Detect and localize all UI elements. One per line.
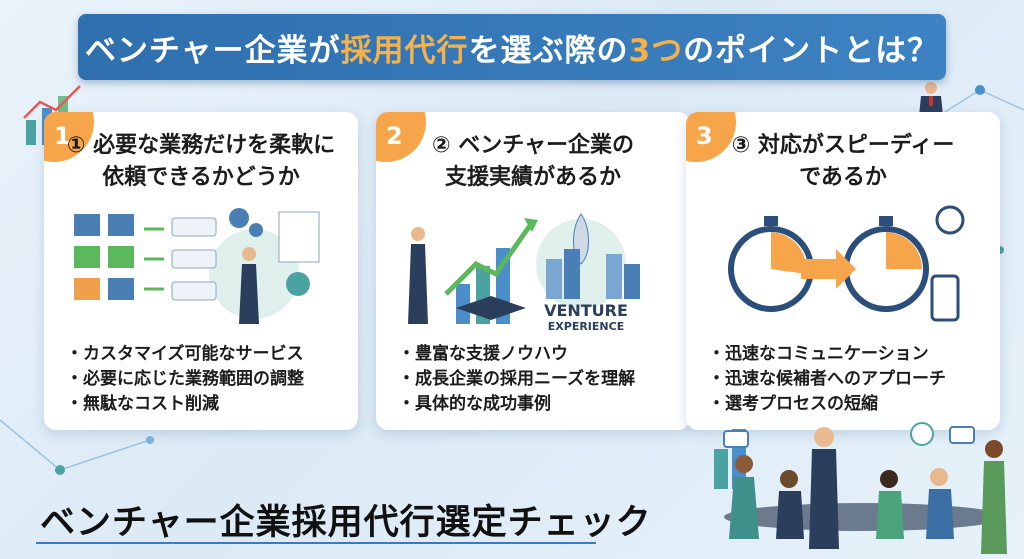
bullet-item: カスタマイズ可能なサービス xyxy=(66,342,304,367)
workflow-illustration xyxy=(74,208,320,324)
bullet-item: 選考プロセスの短縮 xyxy=(708,392,946,417)
card-title: ① 必要な業務だけを柔軟に依頼できるかどうか xyxy=(66,133,336,190)
bullet-item: 無駄なコスト削減 xyxy=(66,392,304,417)
card-number: 3 xyxy=(696,122,713,150)
meeting-illustration xyxy=(714,422,1007,554)
bullet-list: 豊富な支援ノウハウ 成長企業の採用ニーズを理解 具体的な成功事例 xyxy=(398,342,635,417)
card-title: ② ベンチャー企業の支援実績があるか xyxy=(431,133,635,190)
growth-illustration: VENTURE EXPERIENCE xyxy=(408,213,640,333)
bullet-item: 迅速なコミュニケーション xyxy=(708,342,946,367)
page-title: ベンチャー企業が採用代行を選ぶ際の3つのポイントとは？ xyxy=(84,32,940,69)
card-title: ③ 対応がスピーディーであるか xyxy=(731,133,955,190)
bullet-item: 成長企業の採用ニーズを理解 xyxy=(398,367,635,392)
title-banner: ベンチャー企業が採用代行を選ぶ際の3つのポイントとは？ xyxy=(78,14,946,80)
bullet-item: 必要に応じた業務範囲の調整 xyxy=(66,367,304,392)
bullet-list: 迅速なコミュニケーション 迅速な候補者へのアプローチ 選考プロセスの短縮 xyxy=(708,342,946,417)
bullet-item: 迅速な候補者へのアプローチ xyxy=(708,367,946,392)
bullet-item: 豊富な支援ノウハウ xyxy=(398,342,635,367)
bottom-underline xyxy=(36,542,596,544)
point-card-2: 2 ② ベンチャー企業の支援実績があるか VENTURE EXPERIENCE … xyxy=(376,112,690,430)
stopwatch-illustration xyxy=(728,205,965,322)
card-number: 1 xyxy=(54,122,71,150)
bullet-list: カスタマイズ可能なサービス 必要に応じた業務範囲の調整 無駄なコスト削減 xyxy=(66,342,304,417)
experience-label: EXPERIENCE xyxy=(548,320,624,333)
businessman-icon xyxy=(919,82,943,116)
venture-label: VENTURE xyxy=(544,301,628,320)
bullet-item: 具体的な成功事例 xyxy=(398,392,635,417)
bottom-caption: ベンチャー企業採用代行選定チェック xyxy=(40,503,652,543)
card-number: 2 xyxy=(386,122,403,150)
